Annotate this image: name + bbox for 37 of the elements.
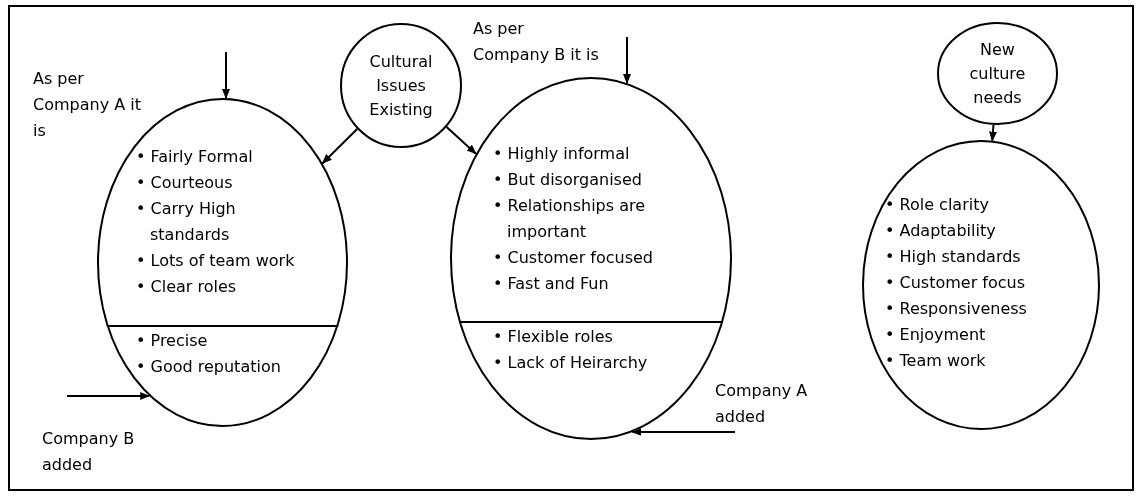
bullet-item: • Lots of team work (136, 250, 296, 272)
side-note: Company A added (715, 380, 809, 428)
bullet-item: • Customer focused (493, 247, 655, 269)
bullet-item: • Fast and Fun (493, 273, 610, 295)
bullet-item: • Fairly Formal (136, 146, 254, 168)
bullet-item: • Clear roles (136, 276, 238, 298)
bullet-item: • Customer focus (885, 272, 1027, 294)
oval-node (862, 140, 1100, 430)
arrow (988, 123, 997, 142)
bullet-item: • Flexible roles (493, 326, 614, 348)
arrow (66, 392, 151, 400)
arrow (222, 51, 230, 100)
side-note: Company B added (42, 428, 136, 476)
bullet-item: • Relationships are important (493, 195, 647, 243)
bullet-item: • Team work (885, 350, 987, 372)
node-label: Cultural Issues Existing (368, 50, 434, 121)
bullet-item: • Enjoyment (885, 324, 987, 346)
bullet-item: • Precise (136, 330, 209, 352)
bullet-item: • Role clarity (885, 194, 990, 216)
side-note: As per Company A it is (33, 68, 142, 142)
bullet-item: • Carry High standards (136, 198, 237, 246)
bullet-item: • Adaptability (885, 220, 997, 242)
bullet-item: • High standards (885, 246, 1022, 268)
oval-node (340, 23, 462, 148)
arrow (623, 36, 631, 84)
bullet-item: • Highly informal (493, 143, 631, 165)
bullet-item: • Courteous (136, 172, 234, 194)
arrow (631, 428, 736, 436)
node-label: New culture needs (968, 38, 1027, 109)
bullet-item: • But disorganised (493, 169, 643, 191)
arrow (445, 126, 477, 155)
bullet-item: • Good reputation (136, 356, 282, 378)
oval-node (937, 22, 1058, 125)
side-note: As per Company B it is (473, 18, 600, 66)
bullet-item: • Responsiveness (885, 298, 1028, 320)
bullet-item: • Lack of Heirarchy (493, 352, 649, 374)
arrow (321, 127, 359, 165)
